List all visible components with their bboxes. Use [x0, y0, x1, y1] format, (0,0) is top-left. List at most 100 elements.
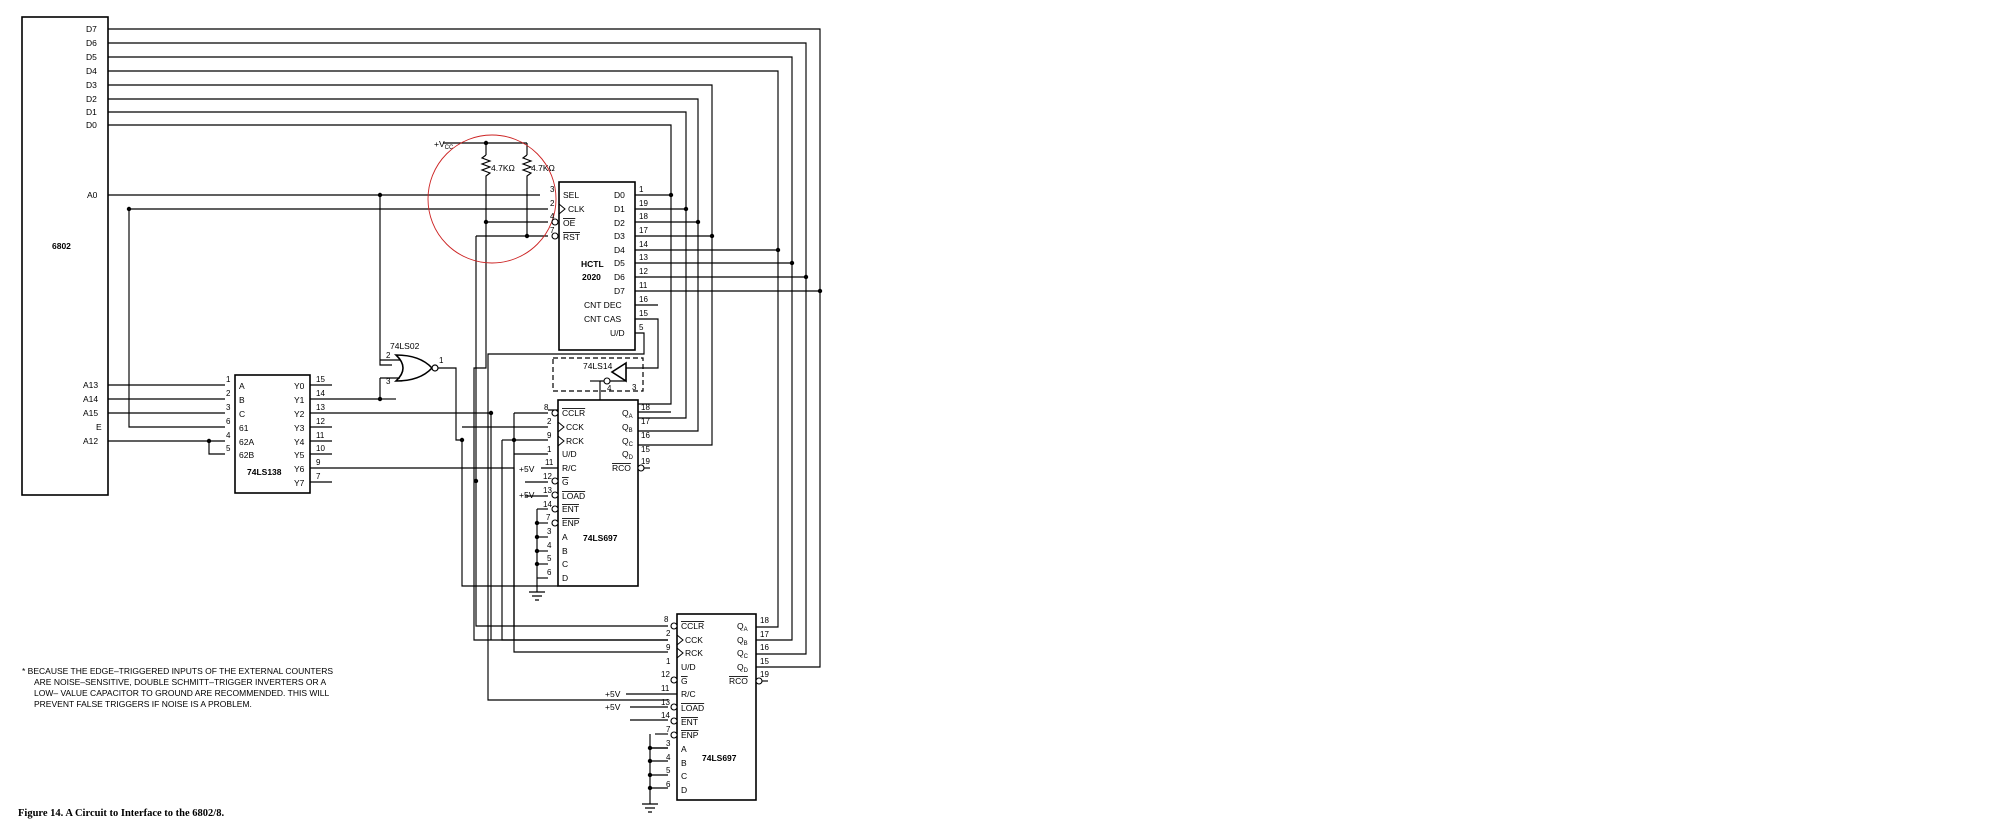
inverter-74ls14: 74LS14 4 3 — [552, 357, 644, 393]
hctl-pin-clk: CLK — [568, 204, 585, 214]
c2-pin-load: LOAD — [681, 703, 704, 713]
c2-left-num: 2 — [666, 629, 671, 638]
decoder-pins: 1 2 3 6 4 5 A B C 61 62A 62B Y0 Y1 Y2 Y3… — [226, 375, 325, 488]
hctl-pin-ud: U/D — [610, 328, 625, 338]
annotation-circle — [427, 134, 557, 264]
decoder-out-label: Y7 — [294, 478, 305, 488]
hctl-pin-d2: D2 — [614, 218, 625, 228]
hctl-right-num: 5 — [639, 323, 644, 332]
c1-left-num: 14 — [543, 500, 552, 509]
c2-right-num: 17 — [760, 630, 769, 639]
counter-1-box — [557, 399, 639, 587]
decoder-out-label: Y0 — [294, 381, 305, 391]
hctl-pin-d1: D1 — [614, 204, 625, 214]
c1-right-num: 16 — [641, 431, 650, 440]
footnote-line: PREVENT FALSE TRIGGERS IF NOISE IS A PRO… — [34, 699, 252, 709]
decoder-out-num: 7 — [316, 472, 321, 481]
cpu-pin-d0: D0 — [86, 120, 97, 130]
c1-pin-b: B — [562, 546, 568, 556]
decoder-out-num: 12 — [316, 417, 325, 426]
c1-left-num: 4 — [547, 541, 552, 550]
cpu-pin-d5: D5 — [86, 52, 97, 62]
c1-pin-rco: RCO — [612, 463, 631, 473]
decoder-out-num: 14 — [316, 389, 325, 398]
c1-left-num: 1 — [547, 445, 552, 454]
junction-dots — [126, 140, 823, 791]
c2-pin-a: A — [681, 744, 687, 754]
cpu-data-pin-labels: D7 D6 D5 D4 D3 D2 D1 D0 A0 — [86, 24, 98, 200]
decoder-in-label: C — [239, 409, 245, 419]
hctl-right-num: 14 — [639, 240, 648, 249]
c2-right-num: 16 — [760, 643, 769, 652]
c2-left-num: 3 — [666, 739, 671, 748]
decoder-out-label: Y3 — [294, 423, 305, 433]
cpu-pin-d1: D1 — [86, 107, 97, 117]
c2-left-num: 14 — [661, 711, 670, 720]
figure-caption: Figure 14. A Circuit to Interface to the… — [18, 808, 224, 819]
decoder-out-label: Y5 — [294, 450, 305, 460]
c2-pin-qc: QC — [737, 648, 749, 660]
hctl-pin-d5: D5 — [614, 258, 625, 268]
c1-pin-rck: RCK — [566, 436, 584, 446]
c1-left-num: 9 — [547, 431, 552, 440]
c1-pin-cck: CCK — [566, 422, 584, 432]
c2-pin-qb: QB — [737, 635, 748, 647]
c2-right-num: 15 — [760, 657, 769, 666]
counter-1-name: 74LS697 — [583, 533, 618, 543]
c1-left-num: 11 — [545, 458, 554, 467]
c1-pin-qc: QC — [622, 436, 634, 448]
c1-pin-d: D — [562, 573, 568, 583]
footnote-line: * BECAUSE THE EDGE–TRIGGERED INPUTS OF T… — [22, 666, 333, 676]
c1-left-num: 12 — [543, 472, 552, 481]
hctl-right-num: 13 — [639, 253, 648, 262]
footnote-line: LOW– VALUE CAPACITOR TO GROUND ARE RECOM… — [34, 688, 329, 698]
resistor-r2-value: 4.7KΩ — [531, 163, 555, 173]
nor-in-num: 2 — [386, 351, 391, 360]
hctl-pin-d0: D0 — [614, 190, 625, 200]
wires — [108, 28, 821, 804]
decoder-in-label: 62A — [239, 437, 254, 447]
c2-pin-b: B — [681, 758, 687, 768]
c1-right-num: 19 — [641, 457, 650, 466]
footnote-line: ARE NOISE–SENSITIVE, DOUBLE SCHMITT–TRIG… — [34, 677, 327, 687]
c1-left-num: 2 — [547, 417, 552, 426]
c2-pin-c: C — [681, 771, 687, 781]
decoder-out-num: 10 — [316, 444, 325, 453]
pullup-resistors: +VCC 4.7KΩ 4.7KΩ — [434, 139, 555, 180]
c2-pin-qa: QA — [737, 621, 748, 633]
c2-left-num: 8 — [664, 615, 669, 624]
c2-vcc-2: +5V — [605, 702, 621, 712]
inverter-in-num: 4 — [607, 384, 612, 393]
c2-left-num: 9 — [666, 643, 671, 652]
c2-pin-cck: CCK — [685, 635, 703, 645]
c2-vcc-1: +5V — [605, 689, 621, 699]
hctl-right-pins: D0 D1 D2 D3 D4 D5 D6 D7 CNT DEC CNT CAS … — [584, 185, 648, 338]
nor-gate-74ls02: 74LS02 2 3 1 — [380, 341, 444, 386]
cpu-name: 6802 — [52, 241, 71, 251]
counter-2-left-pins: CCLR CCK RCK U/D G R/C LOAD ENT ENP A B … — [605, 615, 704, 813]
nor-out-num: 1 — [439, 356, 444, 365]
decoder-out-label: Y1 — [294, 395, 305, 405]
c1-right-num: 15 — [641, 445, 650, 454]
hctl-right-num: 17 — [639, 226, 648, 235]
hctl-right-num: 15 — [639, 309, 648, 318]
hctl-pin-d4: D4 — [614, 245, 625, 255]
hctl-right-num: 16 — [639, 295, 648, 304]
decoder-in-label: 61 — [239, 423, 249, 433]
counter-2-name: 74LS697 — [702, 753, 737, 763]
c2-pin-rck: RCK — [685, 648, 703, 658]
cpu-addr-pin-labels: A13 A14 A15 E A12 — [83, 380, 102, 446]
hctl-pin-sel: SEL — [563, 190, 579, 200]
c1-left-num: 8 — [544, 403, 549, 412]
hctl-right-num: 11 — [639, 281, 648, 290]
c2-pin-qd: QD — [737, 662, 749, 674]
decoder-in-num: 5 — [226, 444, 231, 453]
hctl-name-2: 2020 — [582, 272, 601, 282]
decoder-74ls138-box — [234, 374, 311, 494]
nor-in-num: 3 — [386, 377, 391, 386]
hctl-left-pins: 3 2 4 7 SEL CLK OE RST — [550, 185, 585, 242]
c2-right-num: 18 — [760, 616, 769, 625]
hctl-2020-box — [558, 181, 636, 351]
cpu-pin-d6: D6 — [86, 38, 97, 48]
